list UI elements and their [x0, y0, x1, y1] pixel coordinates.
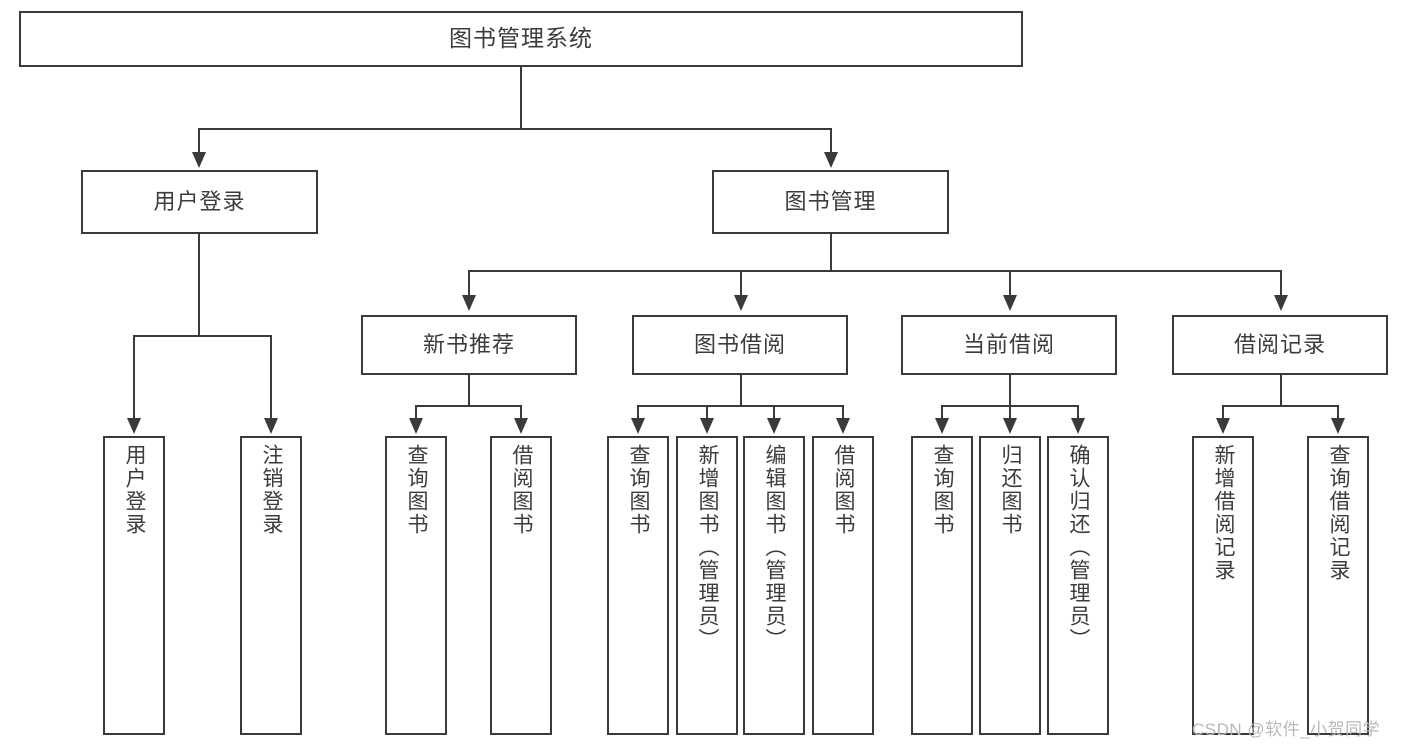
- arrowhead-nbr-leaf-0: [409, 418, 423, 434]
- edge-current-borrow-stem: [1009, 375, 1011, 406]
- leaf-book-borrow-edit[interactable]: 编辑图书（管理员）: [743, 436, 805, 735]
- leaf-label: 查询图书: [930, 444, 954, 536]
- edge-book-borrow-stem: [740, 375, 742, 406]
- leaf-borrow-record-add[interactable]: 新增借阅记录: [1192, 436, 1254, 735]
- edge-user-login-to-leaf-1: [270, 335, 272, 420]
- edge-new-book-recommend-bus: [415, 405, 521, 407]
- leaf-label: 借阅图书: [509, 444, 533, 536]
- leaf-current-borrow-confirm-return[interactable]: 确认归还（管理员）: [1047, 436, 1109, 735]
- edge-borrow-record-stem: [1280, 375, 1282, 406]
- edge-book-borrow-bus: [637, 405, 844, 407]
- edge-book-borrow-to-leaf-1: [706, 405, 708, 420]
- arrowhead-br-leaf-0: [1216, 418, 1230, 434]
- leaf-label: 用户登录: [122, 444, 146, 536]
- arrowhead-cb-leaf-0: [935, 418, 949, 434]
- edge-book-manage-bus: [468, 270, 1280, 272]
- arrowhead-book-borrow: [734, 295, 748, 311]
- leaf-borrow-record-query[interactable]: 查询借阅记录: [1307, 436, 1369, 735]
- arrowhead-book-manage: [824, 152, 838, 168]
- edge-new-book-recommend-stem: [468, 375, 470, 406]
- edge-user-login-stem: [198, 234, 200, 336]
- arrowhead-new-book-recommend: [462, 295, 476, 311]
- leaf-label: 新增图书（管理员）: [695, 444, 719, 651]
- edge-root-stem: [520, 67, 522, 129]
- edge-borrow-record-to-leaf-0: [1222, 405, 1224, 420]
- node-label: 借阅记录: [1233, 331, 1326, 357]
- leaf-label: 查询图书: [626, 444, 650, 536]
- edge-current-borrow-to-leaf-1: [1009, 405, 1011, 420]
- edge-root-to-book-manage: [830, 128, 832, 154]
- node-book-manage[interactable]: 图书管理: [712, 170, 949, 234]
- edge-book-manage-to-child-1: [740, 270, 742, 297]
- node-label: 图书借阅: [693, 331, 786, 357]
- arrowhead-nbr-leaf-1: [514, 418, 528, 434]
- leaf-label: 确认归还（管理员）: [1066, 444, 1090, 651]
- node-new-book-recommend[interactable]: 新书推荐: [361, 315, 577, 375]
- edge-borrow-record-bus: [1222, 405, 1338, 407]
- edge-book-manage-to-child-0: [468, 270, 470, 297]
- edge-book-manage-to-child-2: [1009, 270, 1011, 297]
- arrowhead-user-login-leaf-1: [264, 418, 278, 434]
- arrowhead-user-login: [192, 152, 206, 168]
- edge-borrow-record-to-leaf-1: [1337, 405, 1339, 420]
- edge-current-borrow-to-leaf-2: [1077, 405, 1079, 420]
- edge-current-borrow-to-leaf-0: [941, 405, 943, 420]
- leaf-label: 查询借阅记录: [1326, 444, 1350, 582]
- node-label: 新书推荐: [422, 331, 515, 357]
- node-user-login[interactable]: 用户登录: [81, 170, 318, 234]
- arrowhead-user-login-leaf-0: [127, 418, 141, 434]
- node-borrow-record[interactable]: 借阅记录: [1172, 315, 1388, 375]
- arrowhead-current-borrow: [1003, 295, 1017, 311]
- edge-book-borrow-to-leaf-2: [773, 405, 775, 420]
- leaf-label: 新增借阅记录: [1211, 444, 1235, 582]
- node-label: 图书管理系统: [449, 25, 593, 52]
- arrowhead-bb-leaf-0: [631, 418, 645, 434]
- arrowhead-cb-leaf-2: [1071, 418, 1085, 434]
- arrowhead-bb-leaf-1: [700, 418, 714, 434]
- arrowhead-borrow-record: [1274, 295, 1288, 311]
- edge-book-borrow-to-leaf-3: [842, 405, 844, 420]
- leaf-new-book-recommend-query[interactable]: 查询图书: [385, 436, 447, 735]
- edge-book-borrow-to-leaf-0: [637, 405, 639, 420]
- node-label: 用户登录: [153, 188, 246, 214]
- node-root-system[interactable]: 图书管理系统: [19, 11, 1023, 67]
- leaf-label: 编辑图书（管理员）: [762, 444, 786, 651]
- leaf-label: 借阅图书: [831, 444, 855, 536]
- leaf-label: 注销登录: [259, 444, 283, 536]
- leaf-label: 归还图书: [998, 444, 1022, 536]
- edge-root-to-user-login: [198, 128, 200, 154]
- leaf-user-login-logout[interactable]: 注销登录: [240, 436, 302, 735]
- edge-new-book-recommend-to-leaf-0: [415, 405, 417, 420]
- leaf-book-borrow-borrow[interactable]: 借阅图书: [812, 436, 874, 735]
- leaf-book-borrow-add[interactable]: 新增图书（管理员）: [676, 436, 738, 735]
- leaf-label: 查询图书: [404, 444, 428, 536]
- leaf-user-login-login[interactable]: 用户登录: [103, 436, 165, 735]
- node-current-borrow[interactable]: 当前借阅: [901, 315, 1117, 375]
- arrowhead-bb-leaf-2: [767, 418, 781, 434]
- edge-root-bus: [198, 128, 832, 130]
- edge-user-login-to-leaf-0: [133, 335, 135, 420]
- edge-book-manage-to-child-3: [1280, 270, 1282, 297]
- leaf-book-borrow-query[interactable]: 查询图书: [607, 436, 669, 735]
- leaf-new-book-recommend-borrow[interactable]: 借阅图书: [490, 436, 552, 735]
- leaf-current-borrow-query[interactable]: 查询图书: [911, 436, 973, 735]
- edge-new-book-recommend-to-leaf-1: [520, 405, 522, 420]
- node-label: 当前借阅: [962, 331, 1055, 357]
- leaf-current-borrow-return[interactable]: 归还图书: [979, 436, 1041, 735]
- edge-book-manage-stem: [830, 234, 832, 271]
- arrowhead-cb-leaf-1: [1003, 418, 1017, 434]
- node-label: 图书管理: [784, 188, 877, 214]
- node-book-borrow[interactable]: 图书借阅: [632, 315, 848, 375]
- arrowhead-bb-leaf-3: [836, 418, 850, 434]
- edge-user-login-bus: [133, 335, 272, 337]
- arrowhead-br-leaf-1: [1331, 418, 1345, 434]
